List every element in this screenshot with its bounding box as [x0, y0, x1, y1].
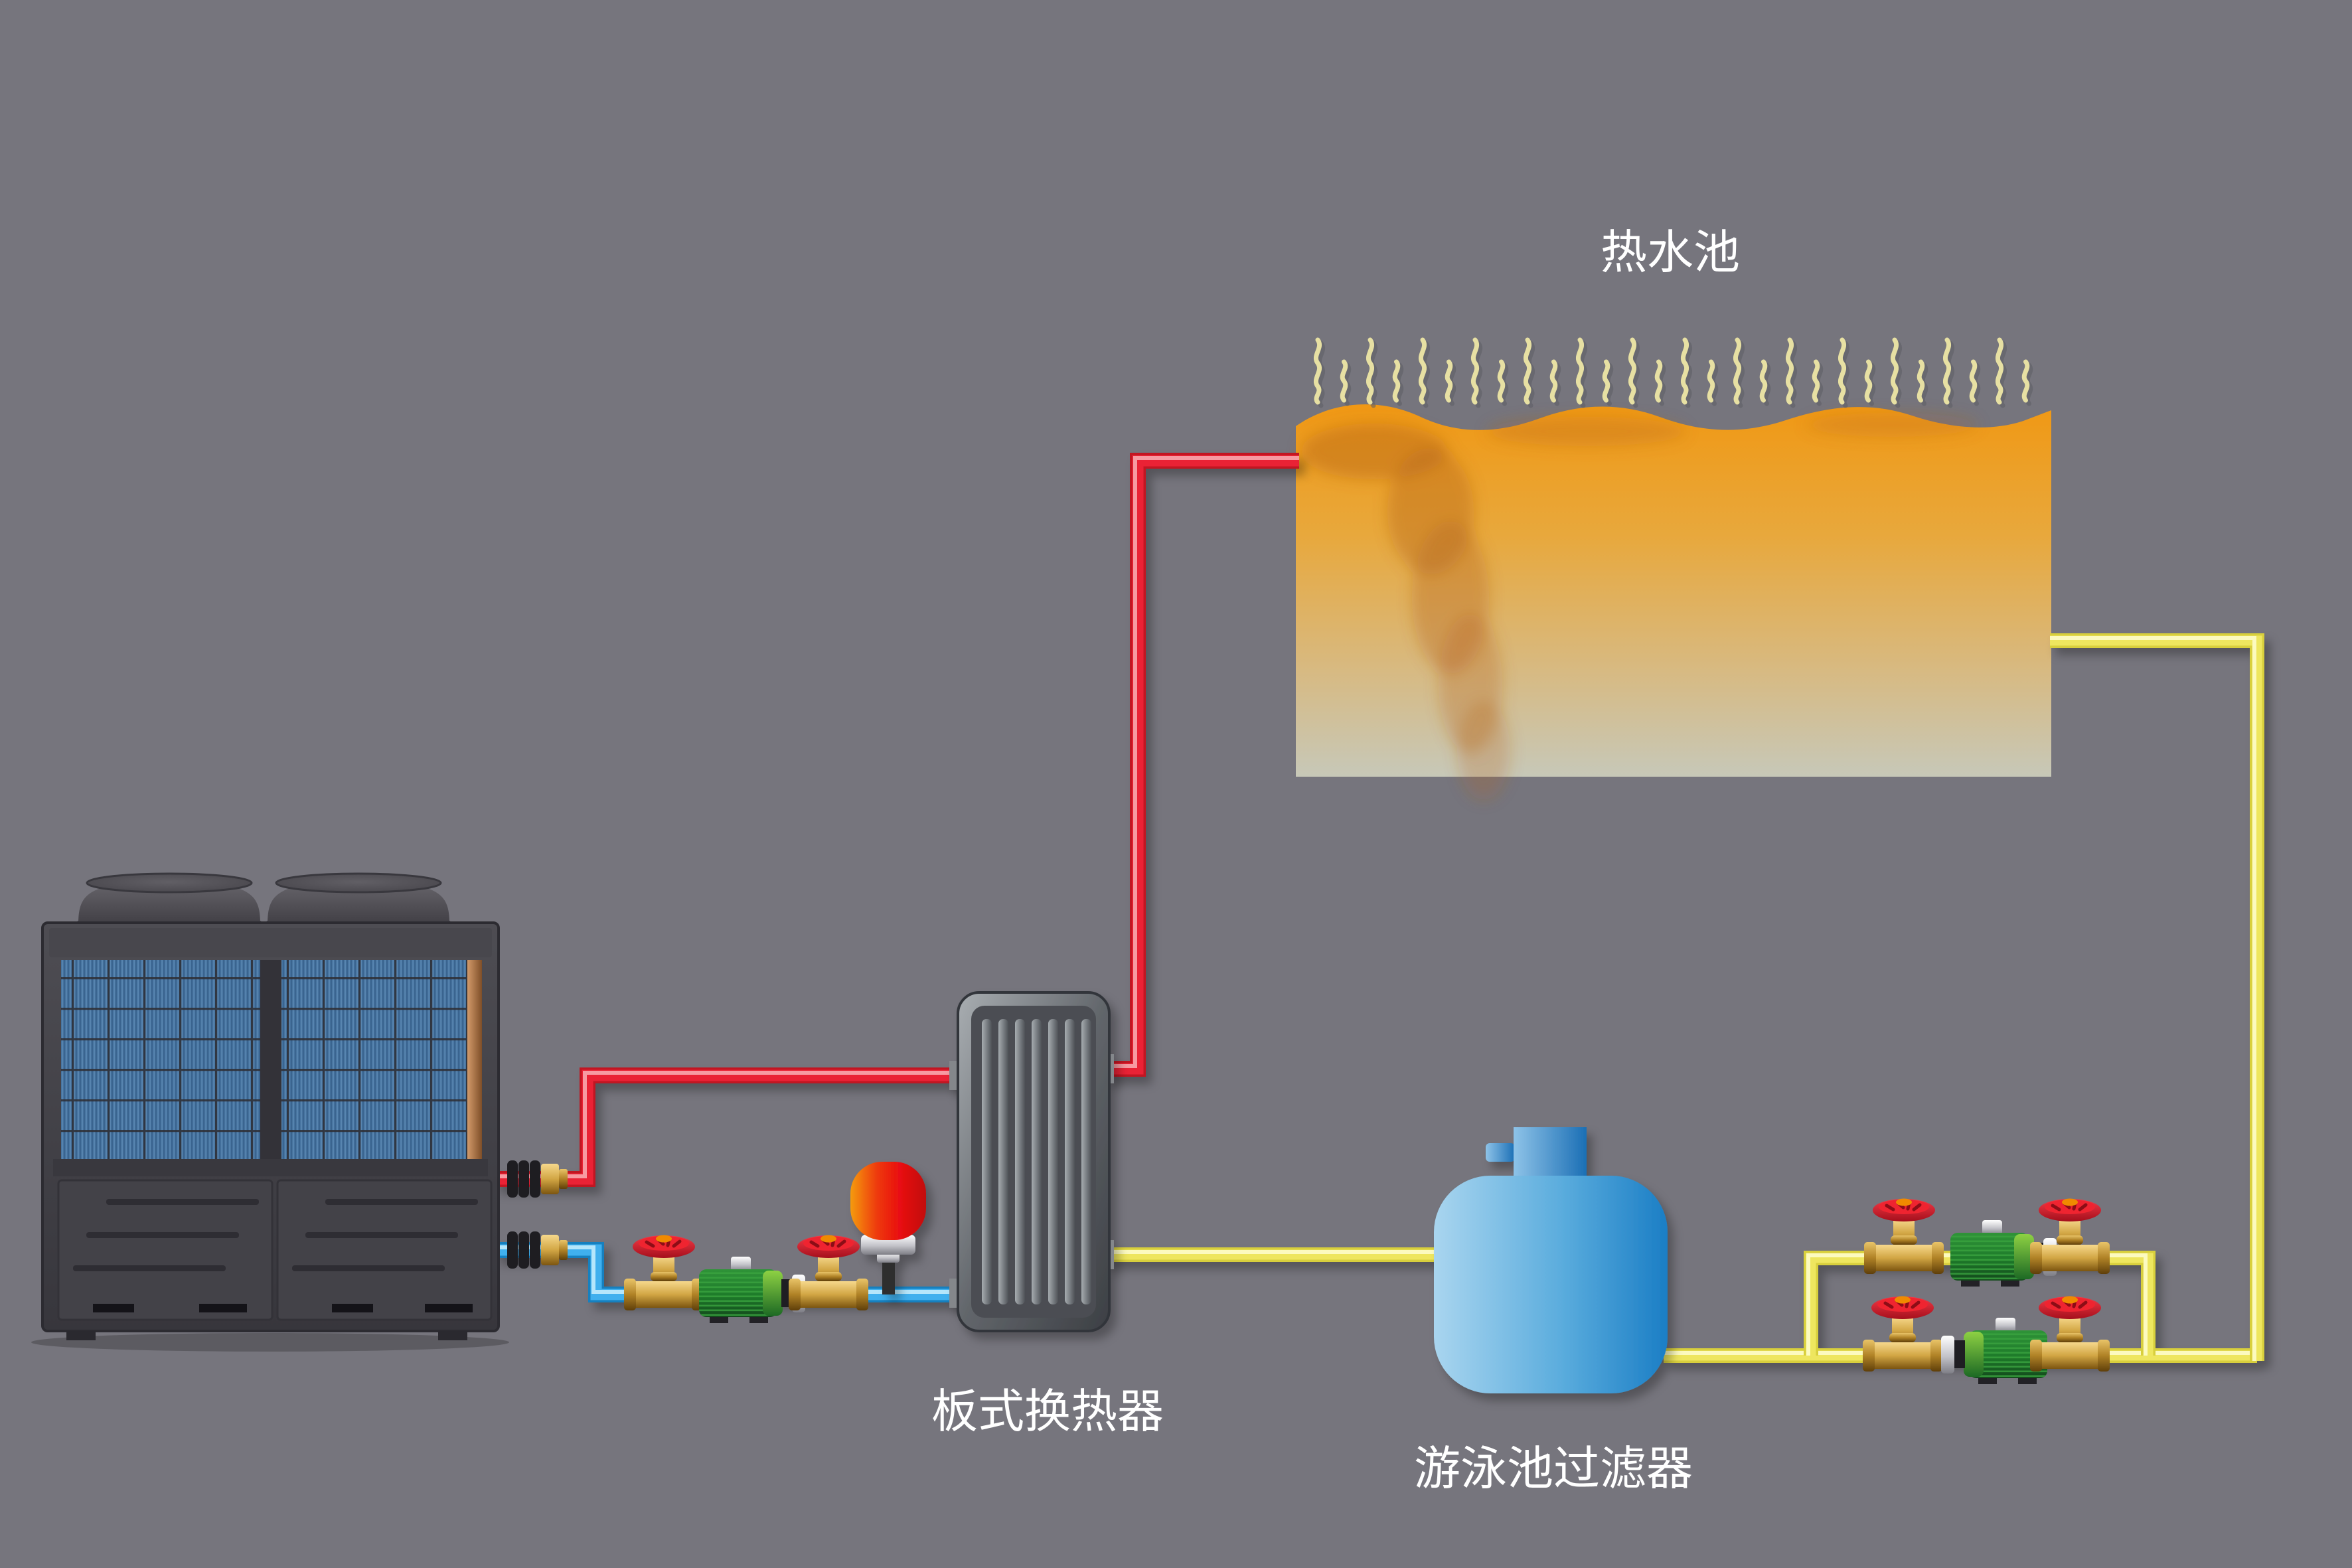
flex-connector-hot-icon: [507, 1160, 568, 1198]
steam-wisp-icon: [1473, 340, 1480, 406]
steam-wisp-icon: [1762, 362, 1768, 404]
steam-wisp-icon: [1605, 362, 1611, 404]
filter-tank-body: [1434, 1176, 1668, 1393]
steam-wisp-icon: [1788, 340, 1794, 406]
steam-wisp-icon: [1316, 340, 1322, 406]
plate-heat-exchanger: [949, 991, 1114, 1332]
pool-water-pipe-return-riser: [2050, 633, 2264, 1361]
label-plate-heat-exchanger: 板式换热器: [931, 1385, 1164, 1437]
heat-pump-lower-panels: [57, 1179, 493, 1321]
hot-water-pipe-to-pool: [1105, 453, 1299, 1077]
steam-wisp-icon: [1342, 362, 1349, 404]
filter-neck: [1514, 1127, 1587, 1180]
steam-wisp-icon: [1998, 340, 2004, 406]
steam-wisp-icon: [1893, 340, 1899, 406]
pool-water-pipe-exchanger-to-filter: [1105, 1247, 1441, 1262]
swimming-pool-filter: [1434, 1127, 1668, 1393]
steam-wisp-icon: [1578, 340, 1585, 406]
expansion-tank-body: [850, 1162, 926, 1240]
steam-wisp-icon: [2024, 362, 2031, 404]
valve-bypass-top-2: [2030, 1199, 2110, 1275]
steam-wisp-icon: [1421, 340, 1427, 406]
expansion-tank-stem: [882, 1260, 895, 1294]
steam-wisp-icon: [1945, 340, 1952, 406]
copper-header-pipe: [467, 960, 482, 1159]
steam-wisp-icon: [1630, 340, 1637, 406]
valve-cold-line-2: [789, 1235, 868, 1311]
steam-wisp-icon: [1500, 362, 1506, 404]
filter-vent-stub: [1486, 1143, 1515, 1162]
flex-connector-cold-icon: [507, 1231, 568, 1269]
steam-wisp-icon: [1552, 362, 1559, 404]
steam-wisp-icon: [1867, 362, 1873, 404]
air-source-heat-pump: [31, 872, 509, 1352]
steam-wisp-icon: [1735, 340, 1742, 406]
steam-wisp-icon: [1395, 362, 1401, 404]
label-hot-water-pool: 热水池: [1601, 226, 1740, 278]
steam-wisp-icon: [1683, 340, 1689, 406]
steam-wisp-icon: [1919, 362, 1926, 404]
evaporator-coil-left: [61, 960, 260, 1159]
hot-water-pool: [1296, 340, 2051, 800]
steam-wisp-icon: [1972, 362, 1978, 404]
expansion-tank-base: [861, 1235, 915, 1255]
valve-bypass-top-1: [1864, 1199, 1944, 1275]
pool-sediment-plume: [1301, 413, 1978, 800]
exchanger-plates: [982, 1019, 1091, 1304]
steam-wisps: [1316, 340, 2030, 406]
evaporator-coil-right: [281, 960, 467, 1159]
valve-main-bottom-1: [1863, 1296, 1942, 1372]
steam-wisp-icon: [1709, 362, 1716, 404]
expansion-tank: [850, 1162, 926, 1294]
steam-wisp-icon: [1526, 340, 1532, 406]
steam-wisp-icon: [1447, 362, 1454, 404]
steam-wisp-icon: [1368, 340, 1375, 406]
label-swimming-pool-filter: 游泳池过滤器: [1414, 1443, 1693, 1494]
valve-cold-line-1: [624, 1235, 704, 1311]
steam-wisp-icon: [1657, 362, 1664, 404]
fan-left: [76, 872, 262, 932]
steam-wisp-icon: [1840, 340, 1847, 406]
steam-wisp-icon: [1814, 362, 1821, 404]
